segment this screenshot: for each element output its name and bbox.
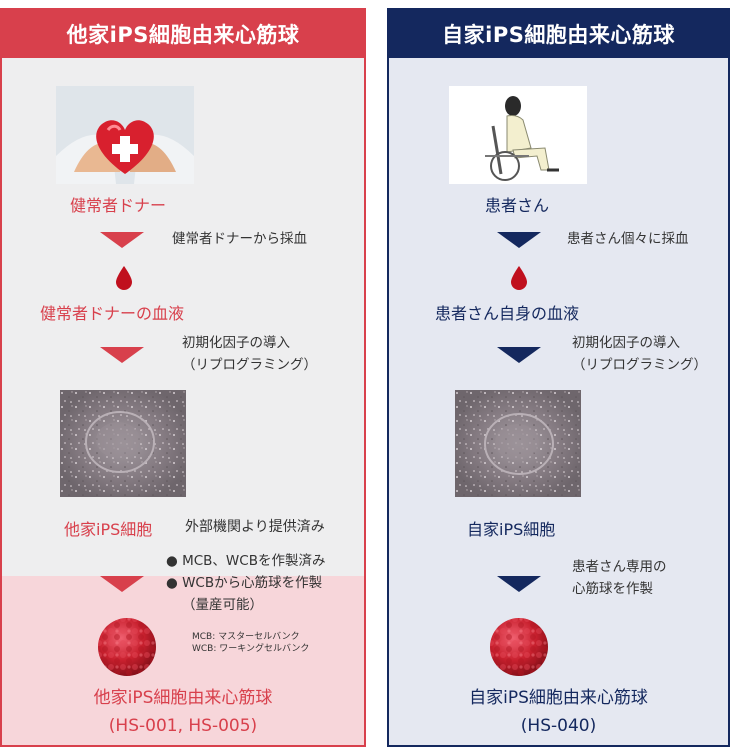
mass-production-section <box>2 576 364 745</box>
allogeneic-cardiac-spheroid-image <box>96 616 158 682</box>
allogeneic-ips-cell-image <box>60 390 186 497</box>
donor-label: 健常者ドナー <box>70 196 167 215</box>
patient-blood-label: 患者さん自身の血液 <box>435 304 580 323</box>
reprogramming-note-line2: （リプログラミング） <box>182 357 317 373</box>
patient-specific-note-line2: 心筋球を作製 <box>572 581 653 597</box>
autologous-product-name: 自家iPS細胞由来心筋球 <box>469 688 648 708</box>
autologous-cardiac-spheroid-image <box>488 616 550 682</box>
reprogramming-note-line1: 初期化因子の導入 <box>572 335 680 351</box>
donor-blood-label: 健常者ドナーの血液 <box>40 304 185 323</box>
bullet-mcb-wcb: ● MCB、WCBを作製済み <box>166 553 326 569</box>
autologous-product: 自家iPS細胞由来心筋球 (HS-040) <box>389 684 728 740</box>
reprogramming-note-line2: （リプログラミング） <box>572 357 707 373</box>
arrow-down-icon <box>100 576 144 592</box>
wcb-definition: WCB: ワーキングセルバンク <box>192 644 310 654</box>
allogeneic-product-name: 他家iPS細胞由来心筋球 <box>93 688 273 708</box>
arrow-down-icon <box>100 232 144 248</box>
bullet-mcb-wcb-text: MCB、WCBを作製済み <box>182 553 326 569</box>
autologous-ips-cell-image <box>455 390 581 497</box>
autologous-product-code: (HS-040) <box>520 716 597 736</box>
reprogramming-note-line1: 初期化因子の導入 <box>182 335 290 351</box>
allogeneic-header: 他家iPS細胞由来心筋球 <box>2 10 364 58</box>
blood-drop-icon <box>116 266 132 294</box>
mass-production-note: （量産可能） <box>182 597 263 613</box>
patient-blood-draw-note: 患者さん個々に採血 <box>567 231 689 247</box>
blood-drop-icon <box>511 266 527 294</box>
mcb-definition: MCB: マスターセルバンク <box>192 632 300 642</box>
arrow-down-icon <box>497 347 541 363</box>
arrow-down-icon <box>497 576 541 592</box>
arrow-down-icon <box>100 347 144 363</box>
autologous-panel: 自家iPS細胞由来心筋球 患者さん 患者さん個々に採血 患者さん自身の血液 初期… <box>387 8 730 747</box>
allogeneic-product: 他家iPS細胞由来心筋球 (HS-001, HS-005) <box>2 684 364 740</box>
allogeneic-ips-label: 他家iPS細胞 <box>64 520 153 539</box>
patient-label: 患者さん <box>485 196 550 215</box>
autologous-ips-label: 自家iPS細胞 <box>467 520 556 539</box>
patient-image <box>449 86 587 184</box>
donor-blood-draw-note: 健常者ドナーから採血 <box>172 231 307 247</box>
allogeneic-product-codes: (HS-001, HS-005) <box>108 716 258 736</box>
bullet-wcb-production-text: WCBから心筋球を作製 <box>182 575 323 591</box>
patient-specific-note-line1: 患者さん専用の <box>572 559 667 575</box>
bullet-wcb-production: ● WCBから心筋球を作製 <box>166 575 323 591</box>
allogeneic-panel: 他家iPS細胞由来心筋球 健常者ドナー 健常者ドナーから採血 健常者ドナーの血液… <box>0 8 366 747</box>
autologous-header: 自家iPS細胞由来心筋球 <box>389 10 728 58</box>
donor-heart-image <box>56 86 194 184</box>
ips-provided-note: 外部機関より提供済み <box>185 519 325 535</box>
arrow-down-icon <box>497 232 541 248</box>
